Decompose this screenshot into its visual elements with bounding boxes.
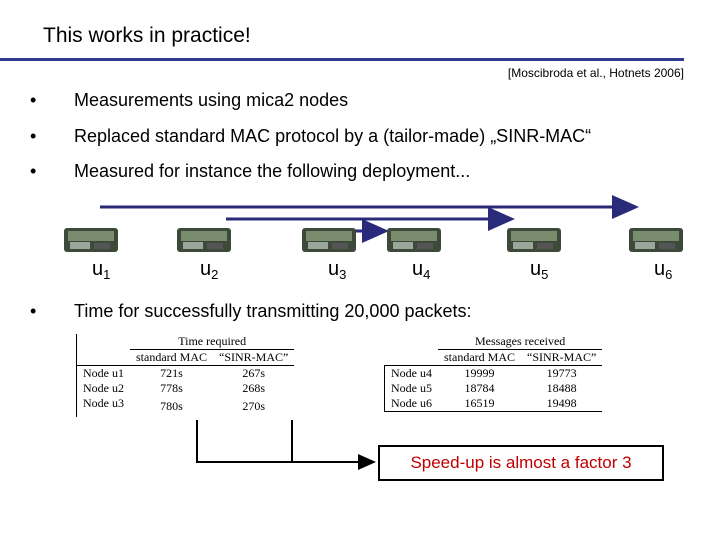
messages-received-table: Messages received standard MAC “SINR-MAC… [384, 334, 603, 412]
mica2-node-icon [177, 228, 231, 252]
table-row: Node u1 721s 267s [76, 365, 295, 381]
bullet-dot: • [30, 301, 37, 321]
table-row: Node u4 19999 19773 [384, 365, 603, 381]
mica2-node-icon [387, 228, 441, 252]
bullet-dot: • [30, 161, 37, 181]
mica2-node-icon [629, 228, 683, 252]
node-label-u2: u2 [200, 258, 219, 282]
table-col-header: standard MAC [444, 350, 515, 364]
bullet-dot: • [30, 90, 37, 110]
table-group-header: Time required [130, 334, 295, 350]
time-required-table: Time required standard MAC “SINR-MAC” No… [76, 334, 295, 417]
citation: [Moscibroda et al., Hotnets 2006] [507, 66, 684, 80]
deployment-arrows [100, 195, 639, 243]
speedup-callout: Speed-up is almost a factor 3 [378, 445, 664, 481]
node-label-u6: u6 [654, 258, 673, 282]
bullet-dot: • [30, 126, 37, 146]
bullet-text: Measurements using mica2 nodes [74, 90, 349, 110]
table-row: Node u5 18784 18488 [384, 381, 603, 396]
bullet-text: Time for successfully transmitting 20,00… [74, 301, 472, 321]
bullet-text: Measured for instance the following depl… [74, 161, 471, 181]
node-label-u3: u3 [328, 258, 347, 282]
table-col-header: “SINR-MAC” [527, 350, 597, 364]
mica2-node-icon [64, 228, 118, 252]
table-row: Node u6 16519 19498 [384, 396, 603, 412]
node-label-u1: u1 [92, 258, 111, 282]
mica2-node-icon [302, 228, 356, 252]
slide-title: This works in practice! [43, 24, 251, 47]
mica2-node-icon [507, 228, 561, 252]
table-group-header: Messages received [438, 334, 603, 350]
table-row: Node u3 780s 270s [76, 396, 295, 417]
node-label-u5: u5 [530, 258, 549, 282]
title-divider [0, 58, 684, 61]
table-row: Node u2 778s 268s [76, 381, 295, 396]
table-col-header: standard MAC [136, 350, 207, 364]
bullet-text: Replaced standard MAC protocol by a (tai… [74, 126, 592, 146]
table-col-header: “SINR-MAC” [219, 350, 289, 364]
node-label-u4: u4 [412, 258, 431, 282]
